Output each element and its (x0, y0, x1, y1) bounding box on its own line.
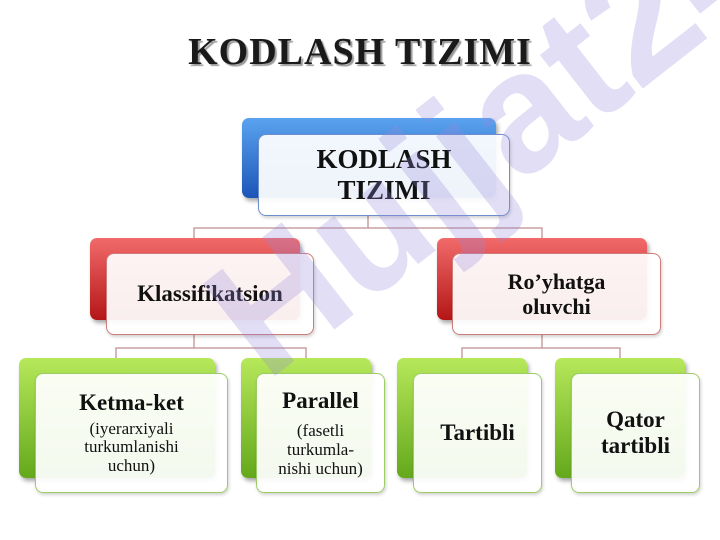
root-node-line2: TIZIMI (337, 175, 431, 205)
royhatga-line2: oluvchi (522, 294, 591, 319)
ketma-ket-node: Ketma-ket (iyerarxiyali turkumlanishi uc… (35, 373, 228, 493)
parallel-sub1: (fasetli (296, 421, 345, 441)
root-node-line1: KODLASH (316, 143, 452, 174)
qator-line1: Qator (606, 406, 665, 432)
klassifikatsion-label: Klassifikatsion (137, 280, 283, 306)
royhatga-oluvchi-node: Ro’yhatga oluvchi (452, 253, 661, 335)
connector-klass-to-parallel (194, 347, 307, 360)
tartibli-node: Tartibli (413, 373, 542, 493)
connector-root-to-level1 (193, 214, 369, 240)
parallel-sub3: nishi uchun) (278, 458, 363, 478)
tartibli-label: Tartibli (440, 419, 515, 445)
qator-tartibli-node: Qator tartibli (571, 373, 700, 493)
slide-title: KODLASH TIZIMI (188, 31, 532, 73)
qator-line2: tartibli (601, 433, 670, 458)
ketma-ket-sub2: turkumlanishi (84, 437, 179, 457)
connector-royhat-to-qator (542, 347, 621, 360)
royhatga-line1: Ro’yhatga (507, 268, 606, 294)
parallel-sub2: turkumla- (286, 439, 355, 459)
ketma-ket-sub3: uchun) (107, 456, 156, 476)
klassifikatsion-node: Klassifikatsion (106, 253, 314, 335)
connector-klass-to-children (115, 333, 195, 360)
ketma-ket-title: Ketma-ket (79, 390, 184, 416)
parallel-title: Parallel (282, 387, 359, 413)
connector-root-to-level1-right (368, 227, 543, 240)
root-node: KODLASH TIZIMI (258, 134, 510, 216)
connector-royhat-to-children (461, 333, 543, 360)
ketma-ket-sub1: (iyerarxiyali (89, 418, 174, 438)
parallel-node: Parallel (fasetli turkumla- nishi uchun) (256, 373, 385, 493)
